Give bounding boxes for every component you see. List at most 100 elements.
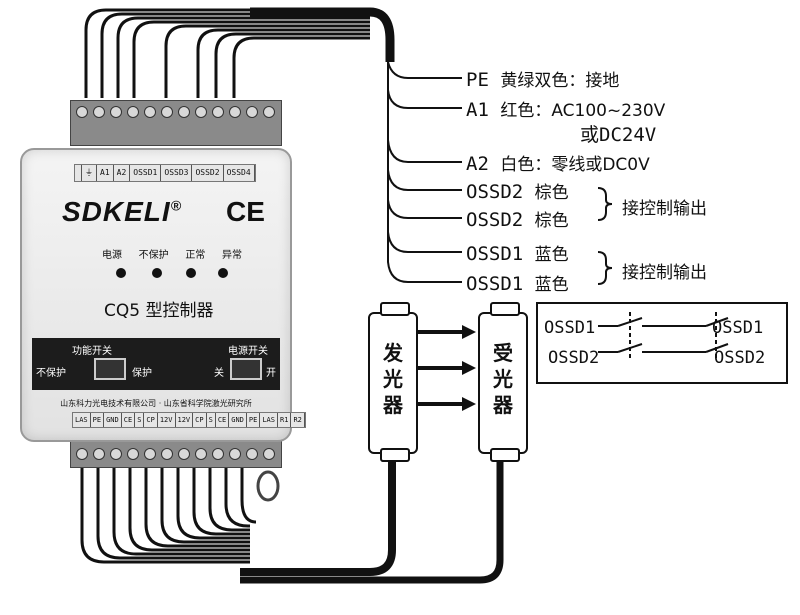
indicator-led: [152, 268, 162, 278]
wire-label-a1: A1 红色：AC100~230V: [466, 99, 666, 121]
receiver-top-cap: [490, 302, 520, 316]
terminal-label: ⏚: [82, 165, 97, 181]
power-switch-left: 关: [214, 368, 224, 379]
terminal-label: A1: [97, 165, 114, 181]
terminal-label: S: [135, 413, 145, 427]
indicator-label: 正常: [185, 250, 206, 261]
wire-label-ossd1-a: OSSD1 蓝色: [466, 243, 569, 265]
fan-out-lines: [387, 61, 462, 283]
terminal-screw: [93, 448, 105, 460]
contact-left-top: OSSD1: [544, 318, 596, 338]
wire-label-pe: PE 黄绿双色：接地: [466, 69, 620, 91]
terminal-label: GND: [229, 413, 247, 427]
wire-label-ossd1-b: OSSD1 蓝色: [466, 273, 569, 295]
ce-mark: CE: [226, 196, 265, 227]
terminal-label: PE: [91, 413, 105, 427]
contact-right-bottom: OSSD2: [714, 348, 766, 368]
terminal-label: CE: [122, 413, 136, 427]
function-switch-right: 保护: [132, 368, 152, 379]
wire-label-ossd2-b: OSSD2 棕色: [466, 209, 569, 231]
contact-left-bottom: OSSD2: [548, 348, 600, 368]
terminal-label: A2: [114, 165, 131, 181]
indicator-labels: 电源 不保护 正常 异常: [102, 246, 242, 261]
terminal-label: R2: [291, 413, 305, 427]
power-switch[interactable]: [230, 358, 262, 380]
contact-symbols: [598, 312, 729, 360]
top-wire-bundle: [84, 8, 370, 98]
wire-label-a1-alt: 或DC24V: [580, 124, 657, 146]
wire-label-ossd2-a: OSSD2 棕色: [466, 181, 569, 203]
group-braces: [597, 187, 613, 285]
model-label: CQ5 型控制器: [104, 301, 214, 321]
terminal-screw: [161, 106, 173, 118]
receiver-bottom-cap: [490, 448, 520, 462]
terminal-screw: [212, 448, 224, 460]
terminal-label: CP: [193, 413, 207, 427]
indicator-led: [218, 268, 228, 278]
terminal-screw: [144, 448, 156, 460]
light-beams: [418, 330, 464, 406]
terminal-label: GND: [104, 413, 122, 427]
brand-logo: SDKELI®: [62, 196, 183, 227]
group-label-ossd2: 接控制输出: [622, 199, 707, 219]
terminal-screw: [212, 106, 224, 118]
indicator-label: 异常: [221, 250, 242, 261]
terminal-label: [75, 165, 82, 181]
receiver-unit: 受光器: [478, 302, 528, 462]
terminal-screw: [263, 448, 275, 460]
terminal-label: LAS: [260, 413, 278, 427]
terminal-screw: [195, 448, 207, 460]
terminal-label: PE: [247, 413, 261, 427]
manufacturer-text: 山东科力光电技术有限公司 · 山东省科学院激光研究所: [60, 399, 252, 408]
terminal-screw: [93, 106, 105, 118]
contact-right-top: OSSD1: [712, 318, 764, 338]
wire-label-a2: A2 白色：零线或DC0V: [466, 153, 650, 175]
terminal-screw: [127, 106, 139, 118]
emitter-label: 发光器: [383, 341, 403, 417]
terminal-label: 12V: [158, 413, 176, 427]
terminal-screw: [144, 106, 156, 118]
terminal-label: R1: [278, 413, 292, 427]
indicator-led: [116, 268, 126, 278]
terminal-label: CE: [216, 413, 230, 427]
terminal-label: OSSD4: [224, 165, 255, 181]
receiver-cable: [240, 458, 504, 584]
terminal-label: OSSD1: [130, 165, 162, 181]
terminal-label: OSSD3: [161, 165, 193, 181]
main-cable-top: [250, 7, 395, 62]
terminal-screw: [127, 448, 139, 460]
terminal-screw: [76, 106, 88, 118]
terminal-screw: [161, 448, 173, 460]
terminal-screw: [263, 106, 275, 118]
indicator-led: [186, 268, 196, 278]
terminal-screw: [178, 106, 190, 118]
function-switch[interactable]: [94, 358, 126, 380]
terminal-screw: [110, 448, 122, 460]
emitter-unit: 发光器: [368, 302, 418, 462]
terminal-screw: [229, 106, 241, 118]
terminal-label: S: [207, 413, 216, 427]
power-switch-right: 开: [266, 368, 276, 379]
beam-arrowheads: [462, 325, 476, 411]
receiver-label: 受光器: [493, 341, 513, 417]
bottom-wire-bundle: [80, 462, 257, 564]
group-label-ossd1: 接控制输出: [622, 263, 707, 283]
terminal-screw: [246, 448, 258, 460]
terminal-screw: [76, 448, 88, 460]
terminal-label: CP: [144, 413, 158, 427]
ground-loop: [256, 470, 280, 502]
terminal-screw: [110, 106, 122, 118]
indicator-label: 电源: [102, 250, 122, 261]
contact-diagram: OSSD1 OSSD2 OSSD1 OSSD2: [536, 302, 788, 384]
indicator-label: 不保护: [138, 250, 169, 261]
terminal-screw: [246, 106, 258, 118]
terminal-screw: [178, 448, 190, 460]
emitter-cable: [240, 456, 396, 576]
terminal-screw: [229, 448, 241, 460]
terminal-screw: [195, 106, 207, 118]
function-switch-title: 功能开关: [72, 346, 112, 357]
